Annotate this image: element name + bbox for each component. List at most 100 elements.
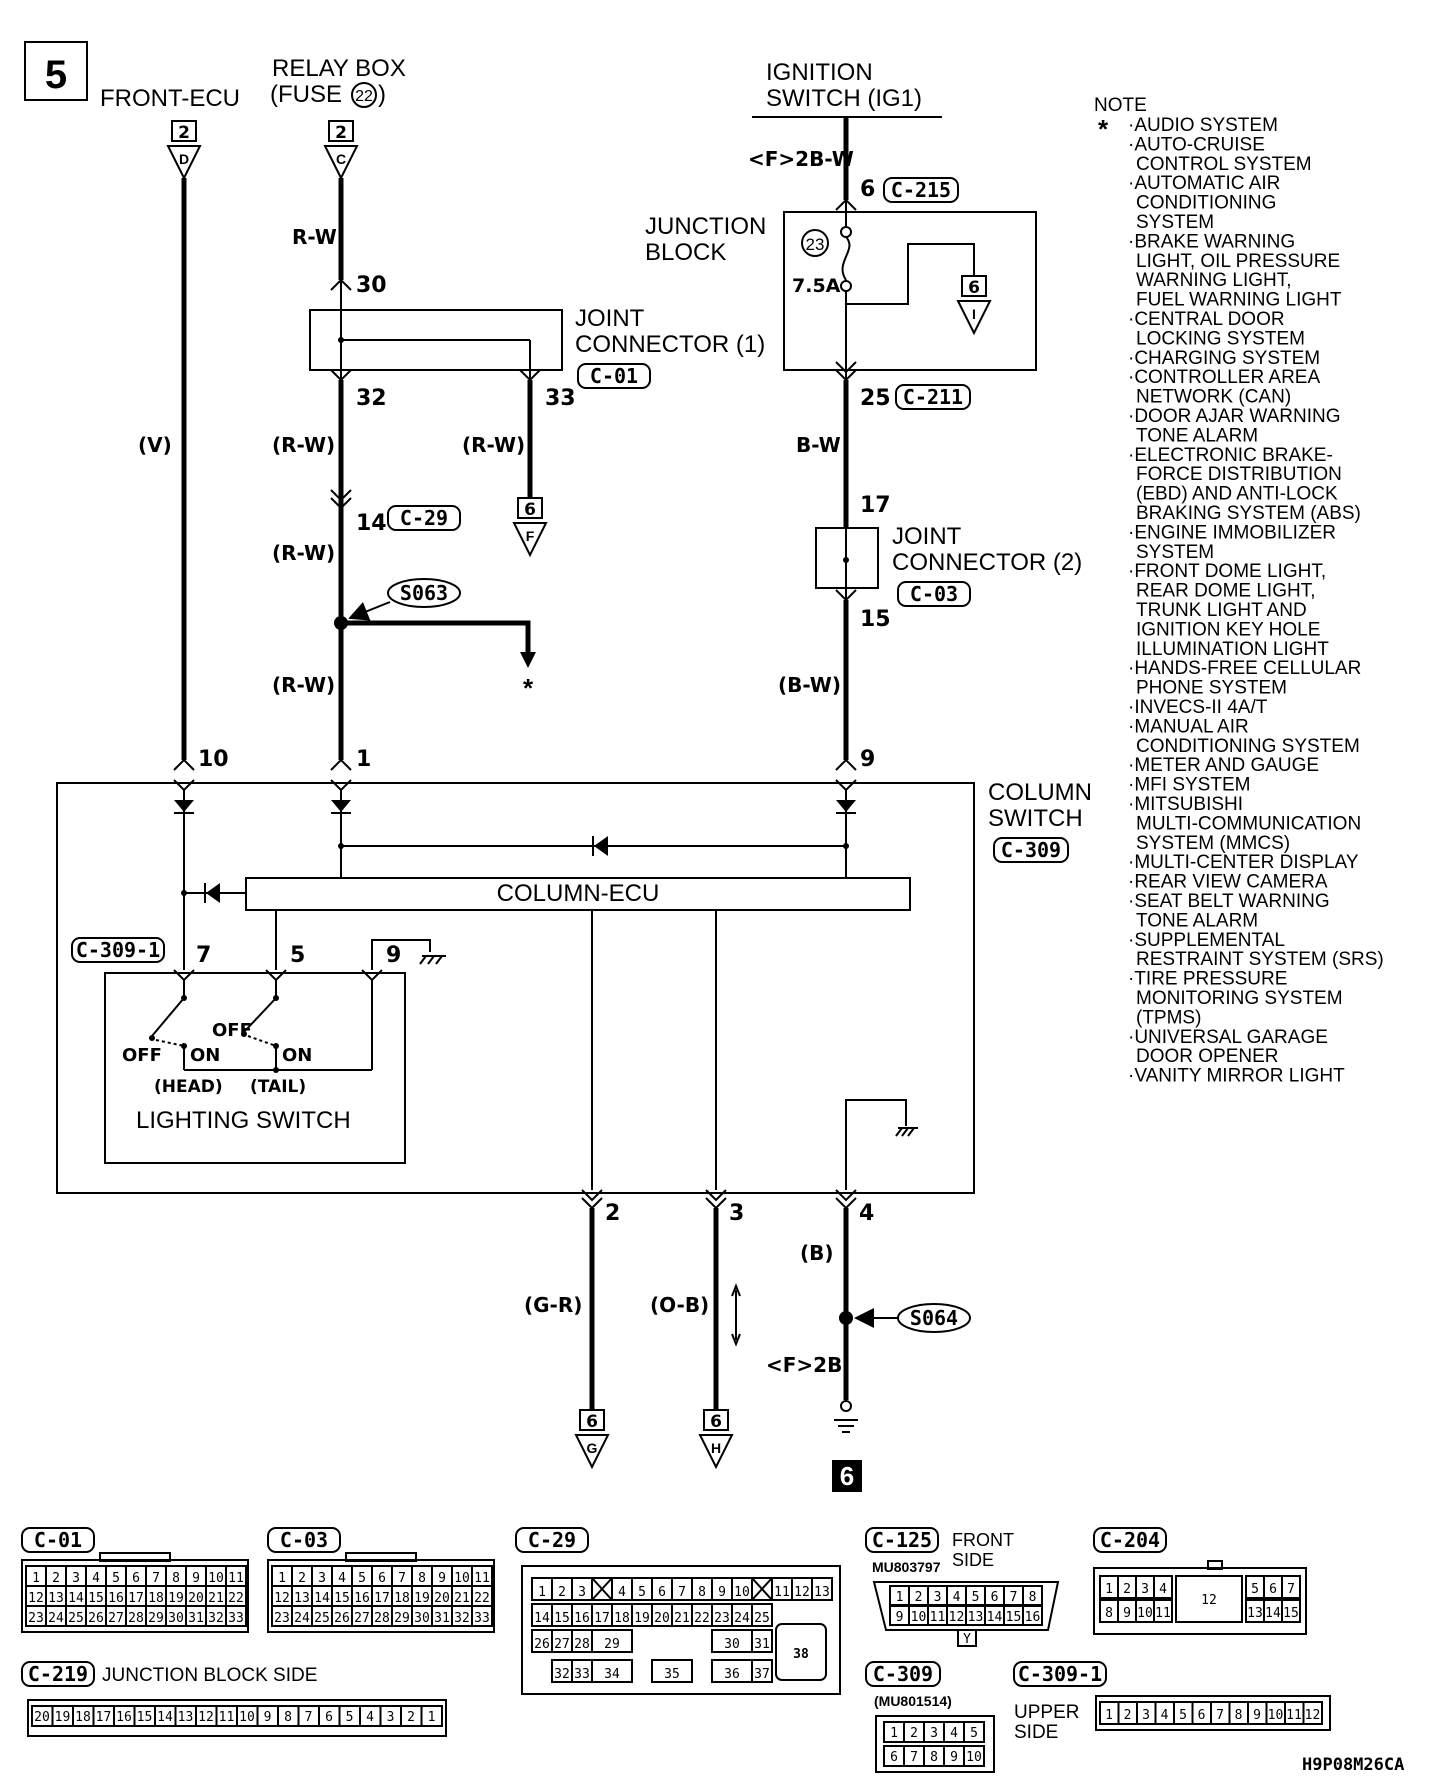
connector-pin-number: 6: [991, 1590, 999, 1605]
diagram-code: H9P08M26CA: [1302, 1755, 1404, 1775]
connector-pin-number: 7: [1216, 1708, 1224, 1723]
connector-cavity: [591, 1629, 633, 1653]
connector-pin-number: 10: [966, 1750, 982, 1765]
note-item: LIGHT, OIL PRESSURE: [1136, 251, 1340, 272]
connector-pin-number: 10: [208, 1571, 224, 1586]
connector-pin-number: 33: [474, 1611, 490, 1626]
connector-pin-number: 13: [814, 1585, 830, 1600]
pin-4: 4: [859, 1201, 874, 1226]
connector-pin-number: 5: [970, 1726, 978, 1741]
connector-pin-number: 1: [890, 1726, 898, 1741]
jc2-label-2: CONNECTOR (2): [892, 549, 1082, 576]
connector-c309-1-tag: [71, 937, 165, 963]
connector-pin-number: 5: [972, 1590, 980, 1605]
connector-pin-number: 24: [48, 1611, 64, 1626]
connector-pin-number: 16: [574, 1611, 590, 1626]
fuse-22-circle: [351, 82, 377, 108]
connector-pin-number: 1: [428, 1710, 436, 1725]
connector-pin-number: 11: [1155, 1606, 1171, 1621]
connector-pin-number: 2: [1124, 1708, 1132, 1723]
connector-pin-number: 2: [558, 1585, 566, 1600]
connector-cavity: [751, 1659, 773, 1683]
splice-s063-tag: [387, 578, 461, 608]
connector-pin-number: 23: [714, 1611, 730, 1626]
note-item: SYSTEM: [1136, 542, 1214, 563]
connector-pin-number: 29: [394, 1611, 410, 1626]
connector-view-label: C-309-1: [1018, 1662, 1102, 1686]
connector-pin-number: 11: [219, 1710, 235, 1725]
connector-pin-number: 1: [32, 1571, 40, 1586]
connector-pin-number: 12: [949, 1610, 965, 1625]
wire-label-f2bw: <F>2B-W: [748, 147, 854, 171]
connector-c03-tag: [897, 581, 971, 607]
pin-25: 25: [860, 386, 891, 411]
connector-c309-part: (MU801514): [874, 1693, 952, 1709]
connector-pin-number: 1: [538, 1585, 546, 1600]
connector-pin-number: 11: [474, 1571, 490, 1586]
connector-cavity: [1153, 1599, 1173, 1623]
note-item: ·MULTI-CENTER DISPLAY: [1128, 852, 1359, 873]
connector-pin-number: 17: [96, 1710, 112, 1725]
connector-pin-number: 5: [1251, 1582, 1259, 1597]
connector-pin-number: 4: [618, 1585, 626, 1600]
connector-c309-1-housing: [1095, 1695, 1331, 1731]
connector-latch: [1207, 1560, 1223, 1570]
connector-pin-number: 31: [188, 1611, 204, 1626]
svg-text:I: I: [972, 306, 976, 322]
connector-pin-number: 2: [298, 1571, 306, 1586]
connector-pin-number: 35: [664, 1667, 680, 1682]
note-item: ·HANDS-FREE CELLULAR: [1128, 658, 1361, 679]
fuse-element: [841, 236, 851, 281]
connector-cavity: [471, 1605, 493, 1627]
connector-pin-number: 36: [724, 1667, 740, 1682]
connector-pin-number: 28: [128, 1611, 144, 1626]
connector-pin-number: 22: [228, 1591, 244, 1606]
connector-pin-number: 24: [294, 1611, 310, 1626]
connector-cavity: [1281, 1575, 1301, 1599]
connector-pin-number: 5: [358, 1571, 366, 1586]
connector-pin-number: 11: [774, 1585, 790, 1600]
connector-pin-number: 20: [434, 1591, 450, 1606]
note-item: ·TIRE PRESSURE: [1128, 969, 1287, 990]
connector-c215-tag: [883, 177, 959, 203]
note-item: REAR DOME LIGHT,: [1136, 581, 1315, 602]
note-title: NOTE: [1094, 95, 1147, 116]
connector-pin-number: 4: [92, 1571, 100, 1586]
connector-pin-number: 11: [228, 1571, 244, 1586]
connector-pin-number: 33: [228, 1611, 244, 1626]
note-item: WARNING LIGHT,: [1136, 270, 1292, 291]
connector-c219-housing: [27, 1699, 447, 1737]
column-ecu-box: [245, 877, 911, 911]
note-item: ·CONTROLLER AREA: [1128, 367, 1320, 388]
note-item: CONTROL SYSTEM: [1136, 154, 1312, 175]
svg-text:2: 2: [178, 123, 190, 143]
pin-1: 1: [356, 747, 371, 772]
connector-pin-number: 12: [198, 1710, 214, 1725]
connector-pin-number: 4: [953, 1590, 961, 1605]
pin-32: 32: [356, 386, 387, 411]
connector-c309-1-side-1: UPPER: [1014, 1702, 1079, 1723]
note-item: TONE ALARM: [1136, 910, 1258, 931]
connector-cavity: [1022, 1605, 1043, 1626]
svg-text:C: C: [336, 151, 346, 167]
connector-pin-number: 19: [634, 1611, 650, 1626]
connector-pin-number: 32: [554, 1667, 570, 1682]
connector-c309-1-side-2: SIDE: [1014, 1722, 1058, 1743]
connector-pin-number: 18: [75, 1710, 91, 1725]
wire-label-ob: (O-B): [650, 1293, 709, 1317]
connector-pin-number: 6: [132, 1571, 140, 1586]
note-item: ·UNIVERSAL GARAGE: [1128, 1027, 1328, 1048]
svg-text:C-309-1: C-309-1: [76, 938, 160, 962]
asterisk-reference: *: [523, 673, 534, 703]
connector-pin-number: 5: [112, 1571, 120, 1586]
connector-pin-number: 34: [604, 1667, 620, 1682]
connector-pin-number: 21: [674, 1611, 690, 1626]
connector-pin-number: 18: [394, 1591, 410, 1606]
connector-cavity: [1302, 1701, 1323, 1725]
connector-pin-number: 9: [264, 1710, 272, 1725]
connector-view-tag: [1013, 1661, 1107, 1687]
connector-blank: [591, 1577, 613, 1601]
pin-5: 5: [290, 943, 305, 968]
note-item: ·VANITY MIRROR LIGHT: [1128, 1066, 1345, 1087]
connector-pin-number: 6: [1198, 1708, 1206, 1723]
